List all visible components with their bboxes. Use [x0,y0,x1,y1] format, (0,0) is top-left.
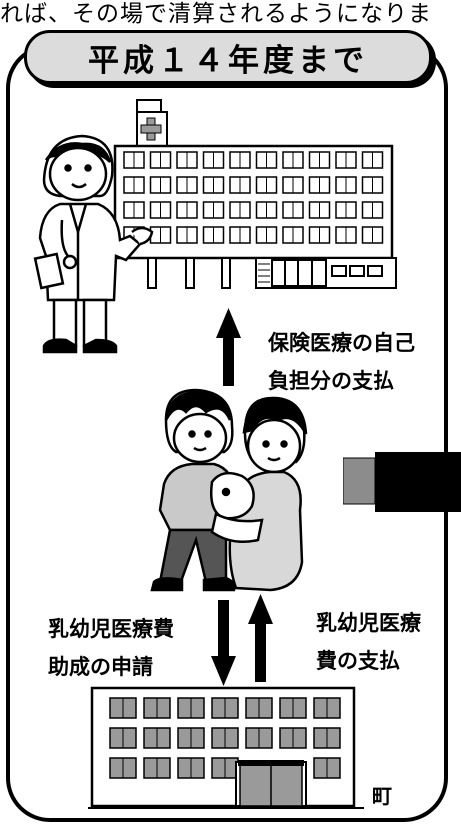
arrow-up-from-town [248,594,273,682]
caption-reimburse: 乳幼児医療 費の支払 [316,604,421,680]
town-office-building [88,686,364,809]
caption-reimburse-text: 乳幼児医療 費の支払 [316,611,421,673]
caption-copay: 保険医療の自己 負担分の支払 [268,324,415,400]
diagram-title: 平成１４年度まで [88,42,368,79]
hospital-building [113,99,397,289]
title-tab: 平成１４年度まで [24,30,432,84]
caption-apply-text: 乳幼児医療費 助成の申請 [48,617,174,679]
town-label: 町 [372,784,392,808]
doctor-figure [33,134,154,354]
caption-copay-text: 保険医療の自己 負担分の支払 [268,331,415,393]
arrow-up-to-hospital [216,308,241,386]
family-figure [150,388,308,592]
header-text: れば、その場で清算されるようになりま [0,1,432,24]
side-arrow-block [343,452,461,512]
caption-apply: 乳幼児医療費 助成の申請 [48,610,174,686]
arrow-down-to-town [211,600,236,686]
hospital-cross-icon [140,117,162,141]
